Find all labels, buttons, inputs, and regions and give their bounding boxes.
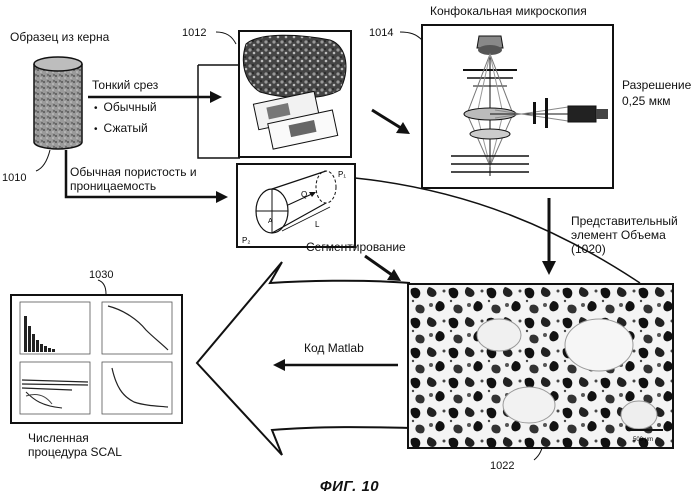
porosity-label-line2: проницаемость xyxy=(70,179,156,193)
matlab-label: Код Matlab xyxy=(304,341,364,355)
scal-label-line2: процедура SCAL xyxy=(28,445,122,459)
big-hollow-arrow xyxy=(197,262,410,455)
thin-section-option-compressed: Сжатый xyxy=(94,121,148,137)
core-sample-ref: 1010 xyxy=(2,171,26,185)
thin-section-ref: 1012 xyxy=(182,26,206,40)
thin-section-option-normal: Обычный xyxy=(94,100,157,116)
thin-section-label: Тонкий срез xyxy=(92,78,158,92)
resolution-line2: 0,25 мкм xyxy=(622,94,670,108)
scale-bar-label: 500 μm xyxy=(633,437,653,443)
arrow-segmentation xyxy=(365,256,392,275)
segmented-image-ref: 1022 xyxy=(490,459,514,473)
microscopy-title: Конфокальная микроскопия xyxy=(430,4,587,18)
segmentation-label: Сегментирование xyxy=(306,240,406,254)
core-plug-schematic: P₁ P₂ Q L A xyxy=(238,165,354,246)
segmented-image: 500 μm xyxy=(407,283,674,449)
rev-line1: Представительный xyxy=(571,214,678,228)
scal-mini-plots xyxy=(12,296,181,422)
rev-line3: (1020) xyxy=(571,242,606,256)
connector-frame xyxy=(198,65,240,158)
rock-sample-illustration xyxy=(240,32,350,156)
label-p1: P₁ xyxy=(338,170,346,179)
scal-plots-panel xyxy=(10,294,183,424)
scal-ref: 1030 xyxy=(89,268,113,282)
core-sample-cylinder xyxy=(31,56,85,152)
confocal-optics-diagram xyxy=(423,26,612,187)
microscope-ref: 1014 xyxy=(369,26,393,40)
core-sample-label: Образец из керна xyxy=(10,30,109,44)
label-a: A xyxy=(268,218,273,225)
rev-line2: элемент Объема xyxy=(571,228,666,242)
label-l: L xyxy=(315,220,320,229)
scal-label-line1: Численная xyxy=(28,431,89,445)
arrow-to-microscope xyxy=(372,110,401,128)
microscope-image xyxy=(421,24,614,189)
resolution-line1: Разрешение xyxy=(622,78,691,92)
segmented-pore-image: 500 μm xyxy=(409,285,672,447)
porosity-plug-box: P₁ P₂ Q L A xyxy=(236,163,356,248)
porosity-label-line1: Обычная пористость и xyxy=(70,165,197,179)
label-q: Q xyxy=(301,190,307,199)
label-p2: P₂ xyxy=(242,236,250,245)
thin-section-image xyxy=(238,30,352,158)
figure-caption: ФИГ. 10 xyxy=(0,478,699,495)
